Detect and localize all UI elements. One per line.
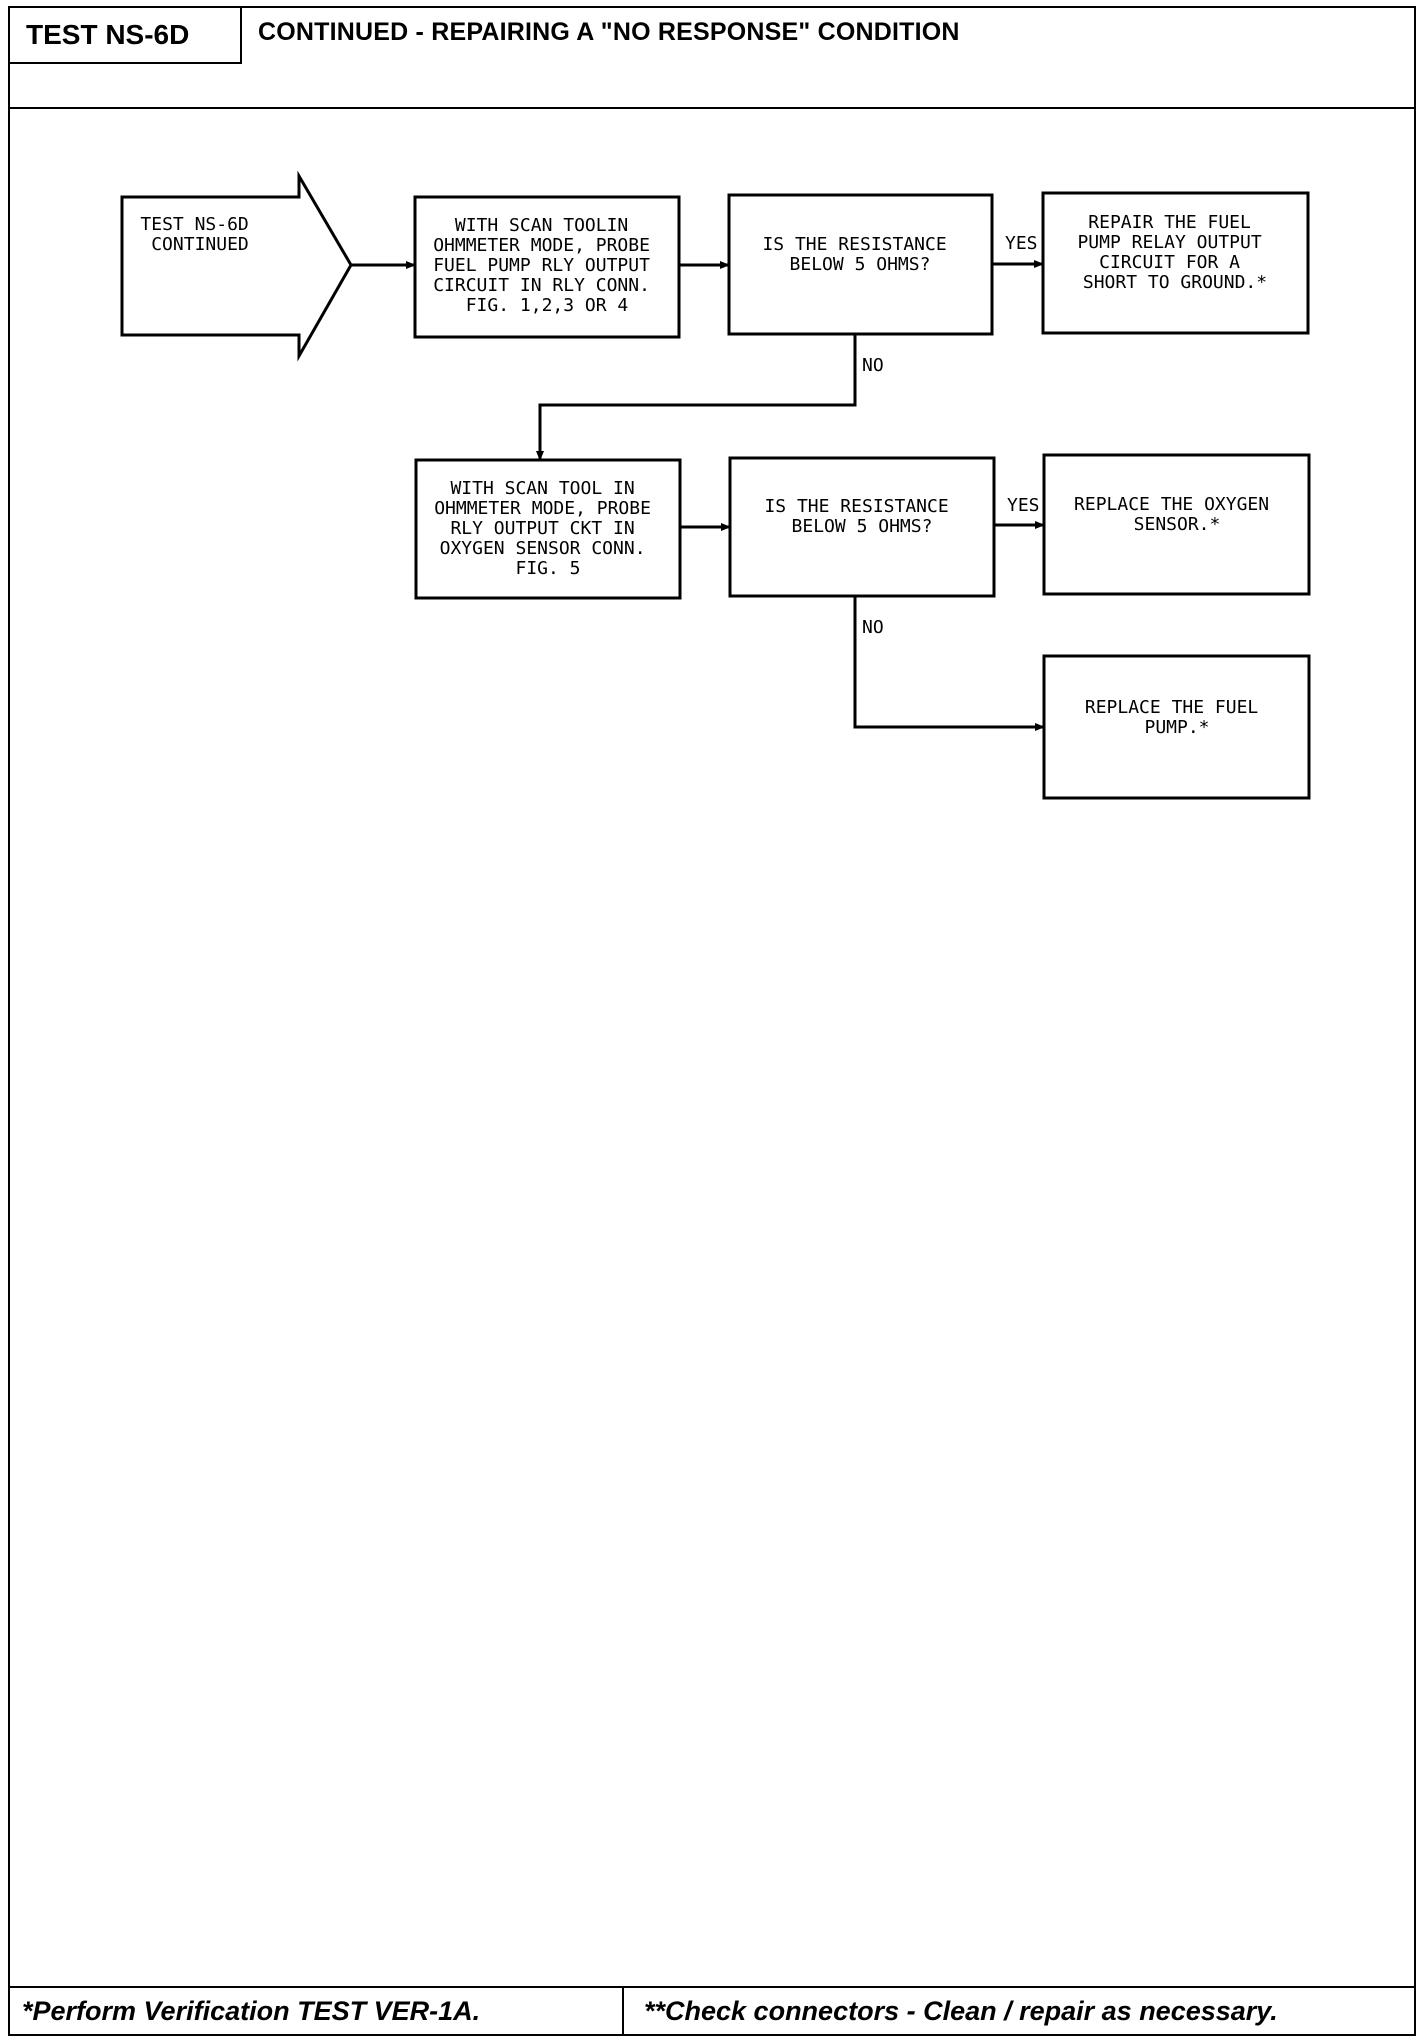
step1-line-4: CIRCUIT IN RLY CONN. xyxy=(433,275,650,296)
result2-box xyxy=(1042,453,1311,596)
no-label-1: NO xyxy=(862,355,884,376)
step2-line-4: OXYGEN SENSOR CONN. xyxy=(440,538,646,559)
start-line-1: TEST NS-6D xyxy=(140,214,248,235)
page-title: CONTINUED - REPAIRING A "NO RESPONSE" CO… xyxy=(258,18,960,46)
footer-divider xyxy=(8,1986,1416,1988)
step2-line-1: WITH SCAN TOOL IN xyxy=(450,478,634,499)
step2-text: WITH SCAN TOOL IN OHMMETER MODE, PROBE R… xyxy=(434,478,662,579)
result3-line-2: PUMP.* xyxy=(1144,717,1209,738)
header-divider xyxy=(8,107,1416,109)
result3-text: REPLACE THE FUEL PUMP.* xyxy=(1085,697,1269,738)
decision2-box xyxy=(728,456,996,598)
arrow-decision1-no xyxy=(536,334,857,461)
start-text: TEST NS-6D CONTINUED xyxy=(140,214,259,255)
result1-text: REPAIR THE FUEL PUMP RELAY OUTPUT CIRCUI… xyxy=(1077,212,1272,293)
step2-line-3: RLY OUTPUT CKT IN xyxy=(450,518,634,539)
decision1-line-2: BELOW 5 OHMS? xyxy=(790,254,931,275)
step2-line-2: OHMMETER MODE, PROBE xyxy=(434,498,651,519)
step1-line-1: WITH SCAN TOOLIN xyxy=(455,215,628,236)
step1-line-2: OHMMETER MODE, PROBE xyxy=(433,235,650,256)
decision2-line-2: BELOW 5 OHMS? xyxy=(792,516,933,537)
step1-box xyxy=(413,195,681,339)
result3-box xyxy=(1042,654,1311,800)
step2-box xyxy=(414,458,682,600)
result2-text: REPLACE THE OXYGEN SENSOR.* xyxy=(1074,494,1280,535)
start-arrow-shape xyxy=(120,170,353,362)
result2-line-2: SENSOR.* xyxy=(1134,514,1221,535)
decision1-line-1: IS THE RESISTANCE xyxy=(762,234,946,255)
footer-note-connectors: **Check connectors - Clean / repair as n… xyxy=(644,1996,1278,2026)
step2-line-5: FIG. 5 xyxy=(515,558,580,579)
page-frame xyxy=(8,6,1416,2036)
step1-line-3: FUEL PUMP RLY OUTPUT xyxy=(433,255,650,276)
arrow-decision2-no xyxy=(853,596,1045,731)
test-id-label: TEST NS-6D xyxy=(10,8,242,64)
decision2-text: IS THE RESISTANCE BELOW 5 OHMS? xyxy=(764,496,959,537)
footer-note-verification: *Perform Verification TEST VER-1A. xyxy=(22,1996,481,2026)
no-label-2: NO xyxy=(862,617,884,638)
yes-label-2: YES xyxy=(1007,495,1040,516)
step1-line-5: FIG. 1,2,3 OR 4 xyxy=(466,295,629,316)
decision1-text: IS THE RESISTANCE BELOW 5 OHMS? xyxy=(762,234,957,275)
start-line-2: CONTINUED xyxy=(151,234,249,255)
result3-line-1: REPLACE THE FUEL xyxy=(1085,697,1259,718)
yes-label-1: YES xyxy=(1005,233,1038,254)
result1-line-1: REPAIR THE FUEL xyxy=(1088,212,1251,233)
connectors xyxy=(351,260,1045,731)
result1-line-4: SHORT TO GROUND.* xyxy=(1083,272,1267,293)
result1-line-3: CIRCUIT FOR A xyxy=(1099,252,1240,273)
footer-separator xyxy=(622,1986,624,2036)
result1-line-2: PUMP RELAY OUTPUT xyxy=(1077,232,1261,253)
decision2-line-1: IS THE RESISTANCE xyxy=(764,496,948,517)
decision1-box xyxy=(727,193,994,336)
result2-line-1: REPLACE THE OXYGEN xyxy=(1074,494,1269,515)
step1-text: WITH SCAN TOOLIN OHMMETER MODE, PROBE FU… xyxy=(433,215,661,316)
